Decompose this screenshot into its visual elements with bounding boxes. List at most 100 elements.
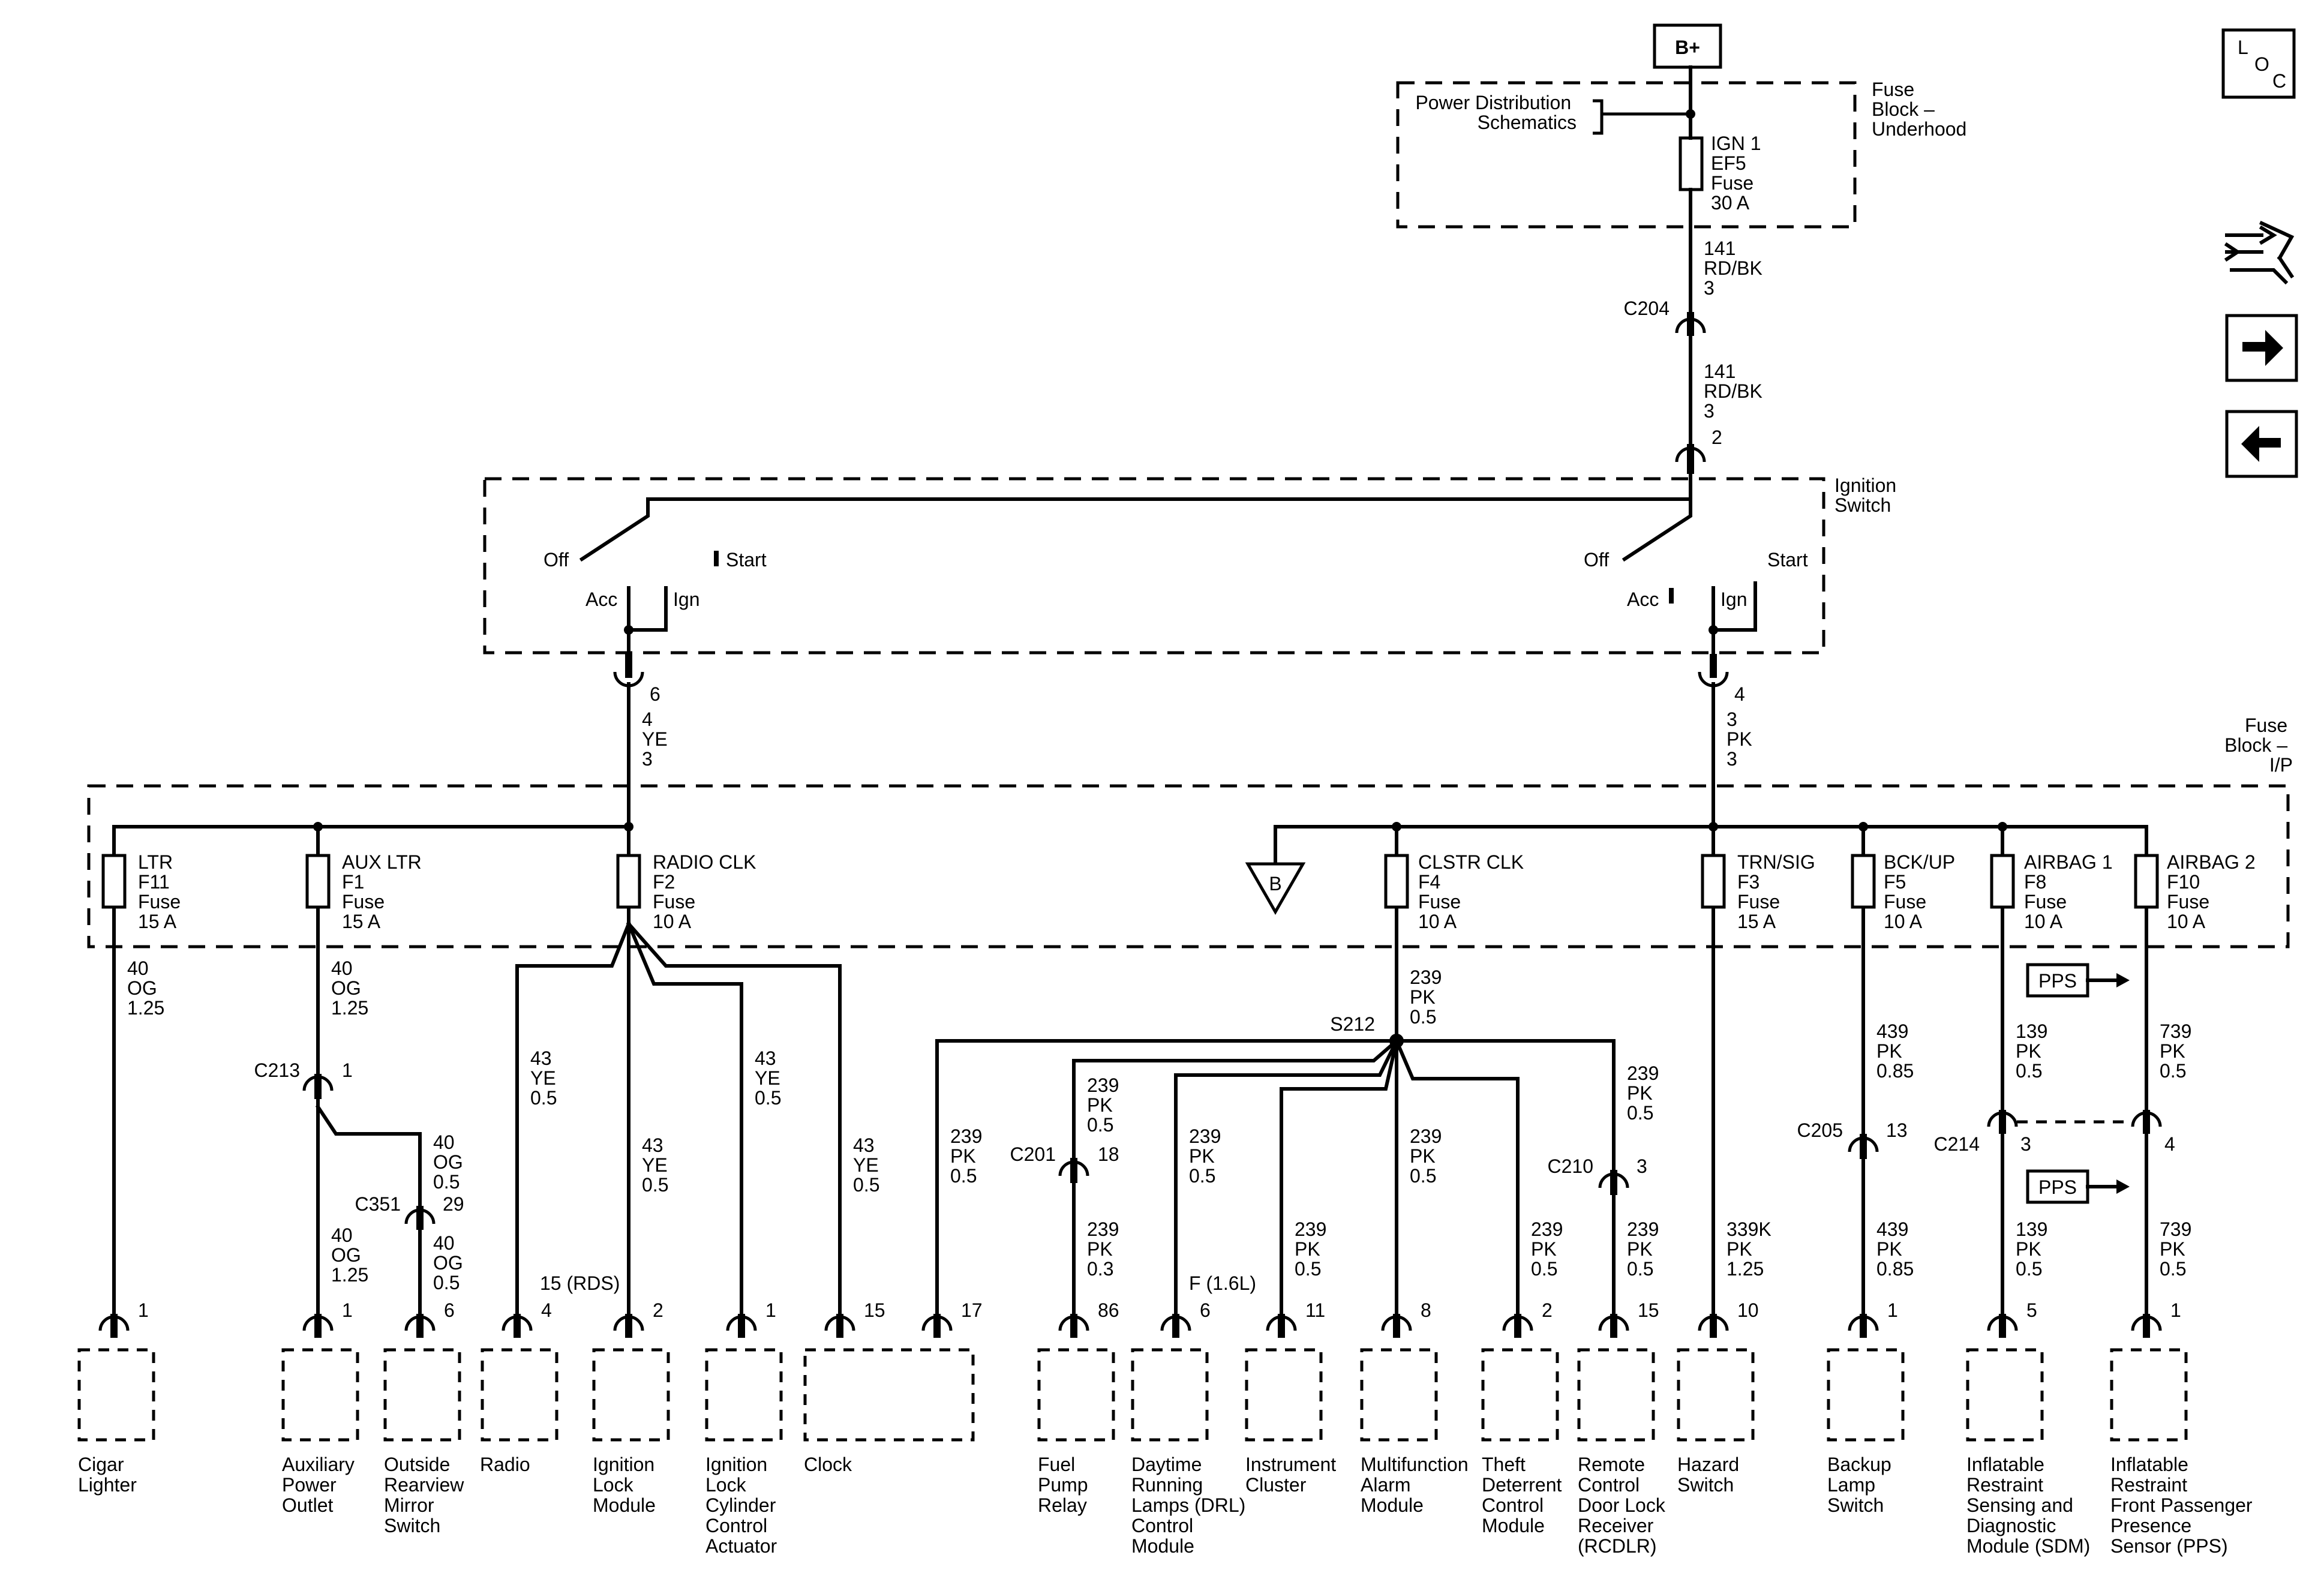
connector-c351: C351 29: [355, 1193, 464, 1230]
loc-icon[interactable]: L O C: [2221, 28, 2296, 99]
pin-number: 86: [1098, 1299, 1119, 1321]
connector-c210: C210 3: [1548, 1155, 1647, 1195]
svg-text:C214: C214: [1934, 1133, 1980, 1155]
ip-fuse-block: Fuse Block – I/P B: [87, 715, 2293, 948]
pin-number: 4: [541, 1299, 552, 1321]
drl-pin-note: F (1.6L): [1189, 1272, 1256, 1294]
svg-text:3: 3: [2020, 1133, 2031, 1155]
component-box: [1245, 1348, 1323, 1442]
pin-number: 1: [2170, 1299, 2181, 1321]
ignition-switch-label: Ignition Switch: [1834, 475, 1902, 516]
connector-c201: C201 18: [1010, 1143, 1119, 1183]
svg-text:3: 3: [1637, 1155, 1647, 1177]
pin-number: 6: [444, 1299, 455, 1321]
pin-number: 1: [1887, 1299, 1898, 1321]
component-box: [481, 1348, 559, 1442]
component-box: [77, 1348, 155, 1442]
component-box: [383, 1348, 461, 1442]
left-ign-label: Ign: [673, 589, 699, 610]
right-ign-label: Ign: [1721, 589, 1747, 610]
component-box: [1481, 1348, 1559, 1442]
component-name: Clock: [804, 1454, 852, 1475]
wire-3-pk: 3 PK 3: [1727, 709, 1758, 770]
component-box: [705, 1348, 783, 1442]
wire-141-lower: 141 RD/BK 3: [1704, 361, 1768, 422]
wire-141-upper: 141 RD/BK 3: [1704, 238, 1768, 299]
svg-text:C213: C213: [254, 1059, 301, 1081]
pin-number: 17: [961, 1299, 983, 1321]
arrow-left-icon[interactable]: [2225, 410, 2298, 478]
connector-c204: C204: [1624, 298, 1706, 336]
wire-4-ye: 4 YE 3: [642, 709, 673, 770]
component-box: [1827, 1348, 1905, 1442]
svg-text:B: B: [1269, 873, 1281, 894]
power-distribution-ref: Power Distribution Schematics: [1415, 92, 1577, 133]
svg-text:L: L: [2238, 37, 2248, 58]
underhood-fuse-block: Fuse Block – Underhood Power Distributio…: [1396, 79, 1966, 229]
ignition-switch-input-pin: 2: [1675, 427, 1722, 474]
fuse-ef5: [1679, 136, 1704, 191]
svg-text:O: O: [2254, 53, 2269, 75]
pin-number: 1: [342, 1299, 353, 1321]
component-box: [1577, 1348, 1655, 1442]
tools-icon[interactable]: [2224, 221, 2295, 285]
pin-number: 11: [1305, 1299, 1325, 1321]
component-name: Radio: [480, 1454, 530, 1475]
pin-number: 5: [2026, 1299, 2037, 1321]
component-box: [1360, 1348, 1438, 1442]
ref-b-triangle: B: [1245, 862, 1306, 915]
pin-number: 2: [653, 1299, 663, 1321]
component-box: [1966, 1348, 2044, 1442]
connector-c205: C205 13: [1797, 1119, 1908, 1159]
connector-c214: C214 3 4: [1934, 1110, 2175, 1155]
svg-text:13: 13: [1886, 1119, 1908, 1141]
right-off-label: Off: [1584, 549, 1609, 571]
pin-number: 10: [1737, 1299, 1759, 1321]
arrow-right-icon[interactable]: [2225, 314, 2298, 382]
radio-pin-note: 15 (RDS): [540, 1272, 620, 1294]
component-box: [2110, 1348, 2188, 1442]
svg-text:C205: C205: [1797, 1119, 1843, 1141]
left-start-label: Start: [726, 549, 767, 571]
pin-number: 2: [1542, 1299, 1553, 1321]
svg-text:C204: C204: [1624, 298, 1670, 319]
right-acc-label: Acc: [1627, 589, 1659, 610]
pin-number: 6: [1200, 1299, 1211, 1321]
connector-c213: C213 1: [254, 1059, 353, 1099]
